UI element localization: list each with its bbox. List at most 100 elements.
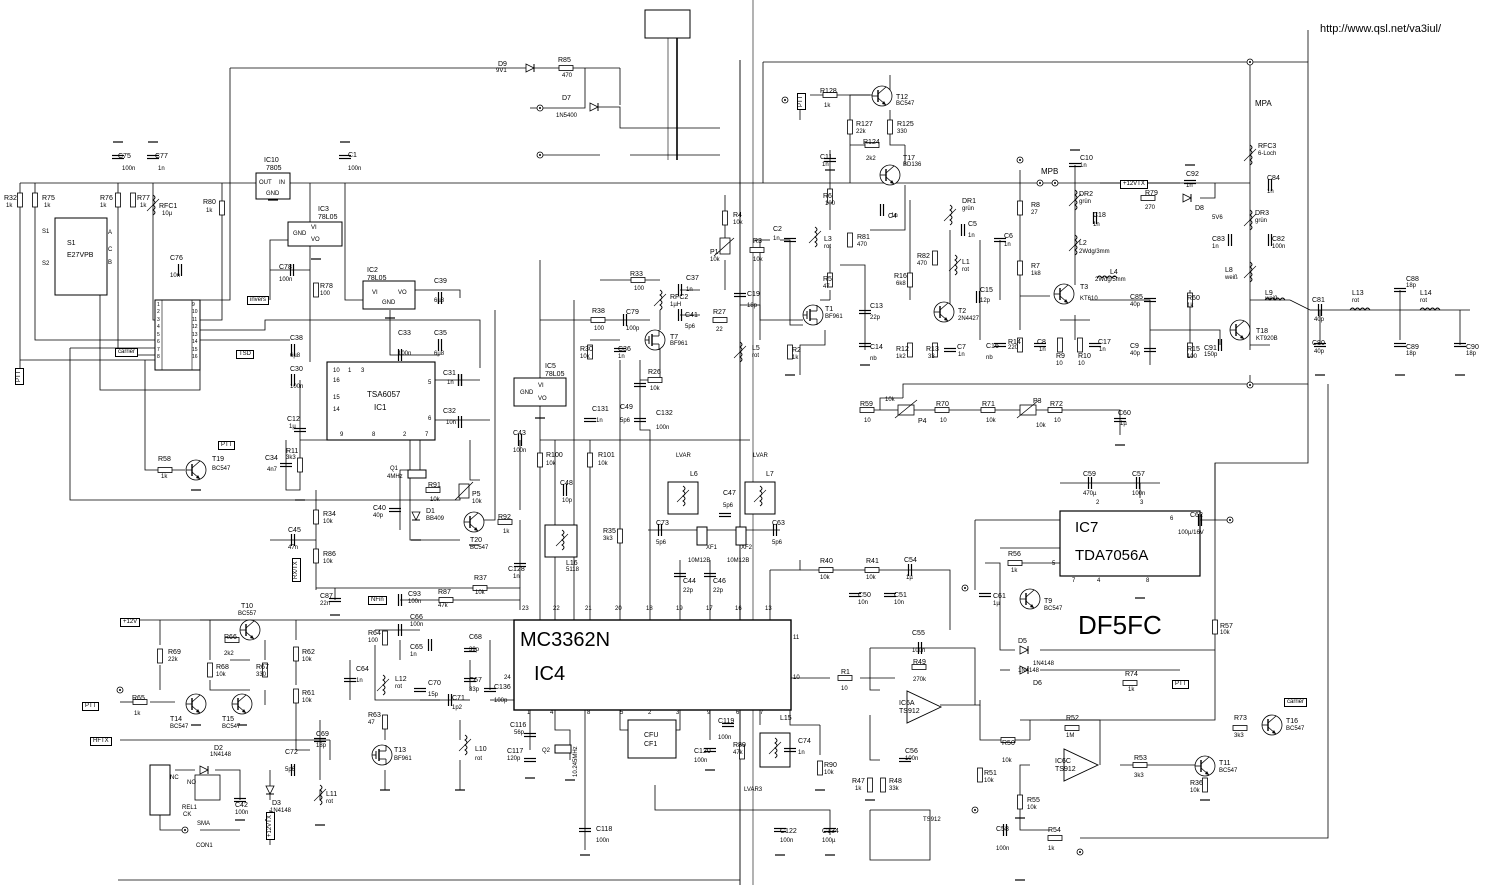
component-label-r56: R56 [1008, 551, 1021, 558]
component-label-c49v: 5p6 [620, 418, 631, 424]
component-label-c54v: 1µ [906, 575, 913, 581]
component-label-r77: R77 [137, 195, 150, 202]
ic4-body [513, 619, 792, 711]
ic3-vi: VI [311, 225, 317, 231]
component-label-p3: P3 [1033, 398, 1042, 405]
component-label-c90v: 18p [1466, 351, 1477, 357]
source-url[interactable]: http://www.qsl.net/va3iul/ [1320, 23, 1442, 35]
component-label-r37: R37 [474, 575, 487, 582]
component-label-c39: C39 [434, 278, 447, 285]
component-label-c79v: 100p [626, 326, 640, 332]
component-label-r90: R90 [824, 762, 837, 769]
component-label-c57v: 100n [1132, 491, 1146, 497]
connector-body [154, 299, 201, 371]
component-label-c134v: 100µ [822, 838, 836, 844]
component-label-r48v: 33k [889, 786, 899, 792]
component-label-c16v: nb [986, 355, 993, 361]
relay-body [149, 764, 221, 816]
ic4-pin-number: 18 [646, 606, 653, 612]
component-label-c13: C13 [870, 303, 883, 310]
ic5-part: 78L05 [545, 371, 565, 378]
annotation-lvar3: LVAR3 [744, 787, 763, 793]
component-label-r127v: 22k [856, 129, 866, 135]
component-label-c43v: 100n [513, 448, 527, 454]
component-label-c7v: 1n [958, 352, 965, 358]
component-label-c116: C116 [510, 722, 527, 729]
annotation-mpb: MPB [1041, 167, 1059, 176]
component-label-r1: R1 [841, 669, 850, 676]
component-label-t11v: BC547 [1219, 768, 1238, 774]
component-label-r47v: 1k [855, 786, 862, 792]
component-label-c74: C74 [798, 738, 811, 745]
component-label-c122: C122 [780, 828, 797, 835]
component-label-c30v: 100n [290, 384, 304, 390]
component-label-r74v: 1k [1128, 687, 1135, 693]
component-label-c16: C16 [986, 343, 999, 350]
ic4-pin-number: 6 [736, 710, 740, 716]
ic1-pin-number: 5 [428, 380, 432, 386]
annotation-lvar1: LVAR [676, 453, 691, 459]
component-label-t2v: 2N4427 [958, 316, 980, 322]
component-label-r7: R7 [1031, 263, 1040, 270]
component-label-c11v: 1n [822, 162, 829, 168]
component-label-c79: C79 [626, 309, 639, 316]
component-label-t7: T7 [670, 334, 679, 341]
component-label-p4: P4 [918, 418, 927, 425]
component-label-c78v: 100n [279, 277, 293, 283]
component-label-c44v: 22p [683, 588, 694, 594]
component-label-t3: T3 [1080, 284, 1089, 291]
component-label-c8: C8 [1037, 339, 1046, 346]
component-label-c30: C30 [290, 366, 303, 373]
signal-flag-rxtx: RX/TX [292, 558, 301, 582]
component-label-l13v: rot [1352, 298, 1360, 304]
component-label-l8v: weiß [1225, 275, 1238, 281]
component-label-c54: C54 [904, 557, 917, 564]
component-label-t13: T13 [394, 747, 407, 754]
ic6c-ref: IC6C [1055, 758, 1071, 765]
component-label-c72: C72 [285, 749, 298, 756]
component-label-c84: C84 [1267, 175, 1280, 182]
connector-pin-number: 4 [157, 324, 160, 330]
component-label-r53v: 3k3 [1134, 773, 1144, 779]
component-label-l3v: rot [824, 244, 832, 250]
transistor-t3 [1053, 283, 1075, 305]
component-label-l4v: 2Wdg/5mm [1095, 277, 1126, 283]
signal-flag-plus12v: +12V [120, 618, 141, 627]
transistor-t7 [644, 329, 666, 351]
ic1-pin-number: 2 [403, 432, 407, 438]
component-label-l10v: rot [475, 756, 483, 762]
component-label-rfc3: RFC3 [1258, 143, 1277, 150]
component-label-r89: R89 [733, 742, 746, 749]
component-label-r16v: 6k8 [896, 281, 906, 287]
component-label-r89v: 47k [733, 750, 743, 756]
component-label-c4v: 1n [891, 213, 898, 219]
component-label-c59: C59 [1083, 471, 1096, 478]
component-label-c63v: 5p6 [772, 540, 783, 546]
frame-lines [118, 0, 1329, 885]
component-label-c74v: 1n [798, 750, 805, 756]
component-label-c55v: 100n [912, 648, 926, 654]
component-label-r30: R30 [580, 346, 593, 353]
component-label-c68v: 39p [469, 647, 480, 653]
component-label-c70v: 15p [428, 692, 439, 698]
ic7-pin-number: 7 [1072, 578, 1076, 584]
annotation-q2: Q2 [542, 748, 551, 754]
component-label-c9: C9 [1130, 343, 1139, 350]
component-label-c2: C2 [773, 226, 782, 233]
component-label-t19v: BC547 [212, 466, 231, 472]
component-label-r52v: 1M [1066, 733, 1075, 739]
component-label-c6v: 1n [1004, 242, 1011, 248]
component-label-r73v: 3k3 [1234, 733, 1244, 739]
ic1-body [326, 361, 436, 441]
s1-pin-a: A [108, 230, 113, 236]
component-label-r27v: 22 [716, 327, 723, 333]
component-label-c10v: 1n [1080, 163, 1087, 169]
component-label-l5: L5 [752, 345, 760, 352]
schematic-title: DF5FC [1078, 610, 1162, 640]
component-label-d6v: 1N4148 [1018, 668, 1040, 674]
component-label-c55: C55 [912, 630, 925, 637]
component-label-c51: C51 [894, 592, 907, 599]
signal-flag-tt_left: PTT [15, 367, 24, 385]
component-label-r125v: 330 [897, 129, 908, 135]
